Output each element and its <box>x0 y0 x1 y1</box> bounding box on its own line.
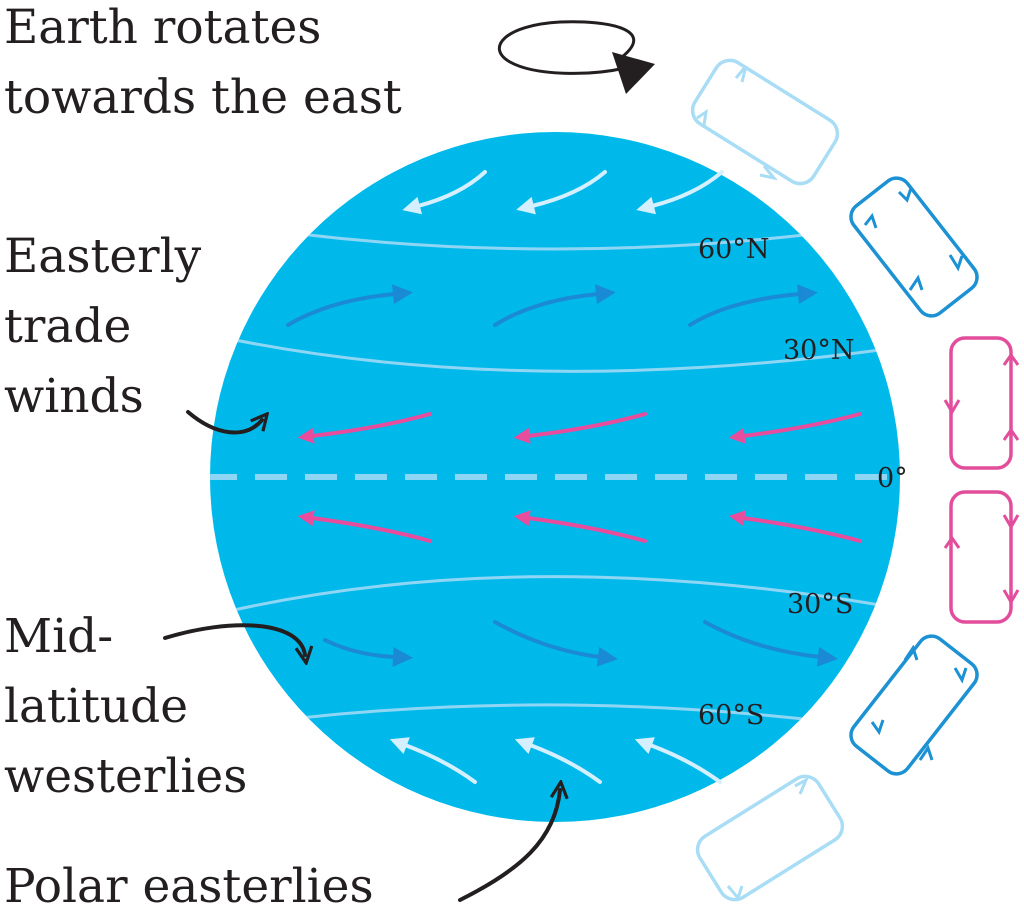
rotation-label-line1: Earth rotates <box>4 0 321 55</box>
wind-arrow <box>286 284 413 327</box>
polar-easterlies-label: Polar easterlies <box>4 859 374 913</box>
flow-arrowhead <box>870 719 885 736</box>
latitude-label-equator: 0° <box>877 463 908 494</box>
westerlies-label-line2: latitude <box>4 679 188 734</box>
latitude-label-30n: 30°N <box>783 335 854 366</box>
flow-arrowhead <box>953 667 968 684</box>
ferrel-cell-south <box>849 634 979 776</box>
wind-arrow <box>323 638 413 667</box>
flow-arrowhead <box>1002 589 1020 605</box>
flow-arrowhead <box>908 274 924 291</box>
latitude-line-60n <box>299 230 831 251</box>
polar-easterlies-pointer <box>458 790 560 902</box>
flow-arrowhead <box>726 885 744 902</box>
pointer-arrows <box>163 410 560 902</box>
wind-arrow <box>688 284 818 327</box>
wind-arrow <box>728 510 862 543</box>
latitude-line-60s <box>299 703 831 724</box>
wind-arrow <box>402 170 487 215</box>
flow-arrowhead <box>759 165 778 181</box>
westerlies-north <box>286 284 818 327</box>
wind-arrow <box>703 620 838 667</box>
flow-arrowhead <box>1002 427 1020 441</box>
polar-easterlies-south <box>389 737 722 784</box>
flow-arrowhead <box>903 644 919 661</box>
polar-cell-north <box>690 58 840 186</box>
flow-arrowhead <box>948 254 964 272</box>
wind-arrow <box>297 412 432 444</box>
flow-arrowhead <box>943 399 961 415</box>
rotation-label-line2: towards the east <box>4 70 402 125</box>
wind-arrow <box>513 412 647 444</box>
wind-arrow <box>297 510 432 543</box>
flow-arrowhead <box>696 108 709 126</box>
latitude-line-30n <box>224 336 881 373</box>
trade-winds-pointer <box>186 410 262 435</box>
wind-arrow <box>516 170 607 215</box>
trade-winds-north <box>297 412 862 444</box>
wind-arrow <box>634 737 722 784</box>
cell-flow-arrows <box>696 65 1020 902</box>
rotation-loop <box>497 20 636 75</box>
flow-arrowhead <box>943 535 961 549</box>
wind-arrow <box>728 412 862 444</box>
flow-arrowhead <box>897 187 913 203</box>
westerlies-south <box>323 620 838 667</box>
trade-winds-label-line2: trade <box>4 299 131 354</box>
flow-arrowhead <box>863 212 878 229</box>
trade-winds-label-line3: winds <box>4 369 144 424</box>
flow-arrowhead <box>918 744 934 761</box>
rotation-arrow <box>497 20 655 94</box>
latitude-label-60n: 60°N <box>698 234 769 265</box>
wind-arrow <box>514 737 602 784</box>
polar-cell-south <box>695 774 845 902</box>
latitude-label-60s: 60°S <box>698 700 764 731</box>
wind-arrow <box>513 510 647 543</box>
polar-easterlies-north <box>402 170 724 215</box>
latitude-lines <box>210 230 900 724</box>
wind-arrow <box>493 284 616 327</box>
hadley-cell-north <box>949 336 1013 470</box>
trade-winds-label-line1: Easterly <box>4 229 202 284</box>
westerlies-label-line3: westerlies <box>4 749 247 804</box>
latitude-label-30s: 30°S <box>787 589 853 620</box>
westerlies-label-line1: Mid- <box>4 609 113 664</box>
flow-arrowhead <box>1002 514 1020 530</box>
rotation-arrowhead <box>612 52 655 94</box>
wind-arrow <box>389 737 477 784</box>
westerlies-pointer <box>163 623 305 655</box>
wind-arrow <box>636 170 724 215</box>
circulation-cells <box>690 58 1013 902</box>
flow-arrowhead <box>1002 352 1020 366</box>
latitude-line-30s <box>224 575 881 614</box>
flow-arrowhead <box>734 65 748 83</box>
ferrel-cell-north <box>849 176 979 318</box>
hadley-cell-south <box>949 490 1013 624</box>
flow-arrowhead <box>794 776 810 795</box>
wind-arrow <box>493 620 618 667</box>
trade-winds-south <box>297 510 862 543</box>
